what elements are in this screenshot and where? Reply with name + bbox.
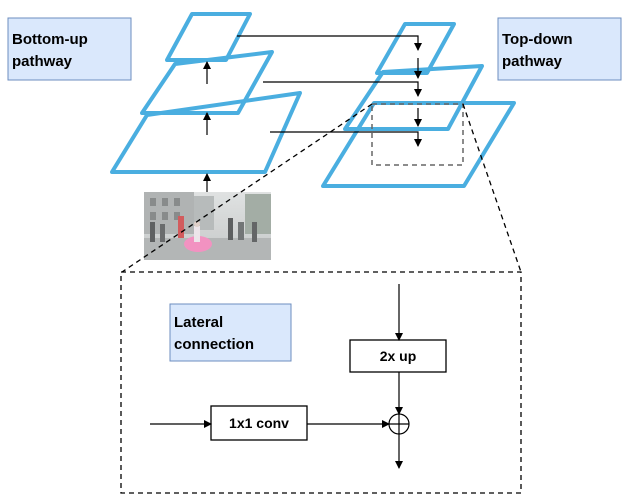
bottom-up-layer-3 — [110, 91, 302, 174]
conv-label: 1x1 conv — [229, 415, 289, 431]
upsample-box: 2x up — [349, 339, 447, 373]
top-down-layer-1 — [375, 22, 456, 75]
bottom-up-pyramid — [110, 12, 302, 174]
lateral-label-line1: Lateral — [174, 314, 223, 331]
lateral-label-line2: connection — [174, 336, 254, 353]
conv-box: 1x1 conv — [210, 405, 308, 441]
lateral-arrows — [237, 35, 422, 147]
inset-arrows — [150, 284, 403, 469]
lateral-arrow-low — [270, 131, 422, 147]
top-down-label-line1: Top-down — [502, 31, 573, 48]
bottom-up-label-box: Bottom-up pathway — [7, 17, 132, 81]
zoom-connector-lines — [121, 103, 522, 273]
zoom-region — [371, 103, 464, 166]
lateral-arrow-top — [237, 35, 422, 51]
lateral-connection-inset — [120, 271, 522, 494]
top-down-label-line2: pathway — [502, 53, 563, 70]
top-down-label-box: Top-down pathway — [497, 17, 622, 81]
sum-node — [388, 413, 410, 435]
top-down-pyramid — [321, 22, 516, 188]
bottom-up-label-line1: Bottom-up — [12, 31, 88, 48]
lateral-label-box: Lateral connection — [169, 303, 292, 362]
bottom-up-label-line2: pathway — [12, 53, 73, 70]
upsample-label: 2x up — [380, 348, 417, 364]
top-down-layer-2 — [343, 64, 484, 131]
lateral-arrow-mid — [263, 81, 422, 97]
bottom-up-layer-1 — [165, 12, 252, 62]
input-image — [144, 192, 271, 260]
